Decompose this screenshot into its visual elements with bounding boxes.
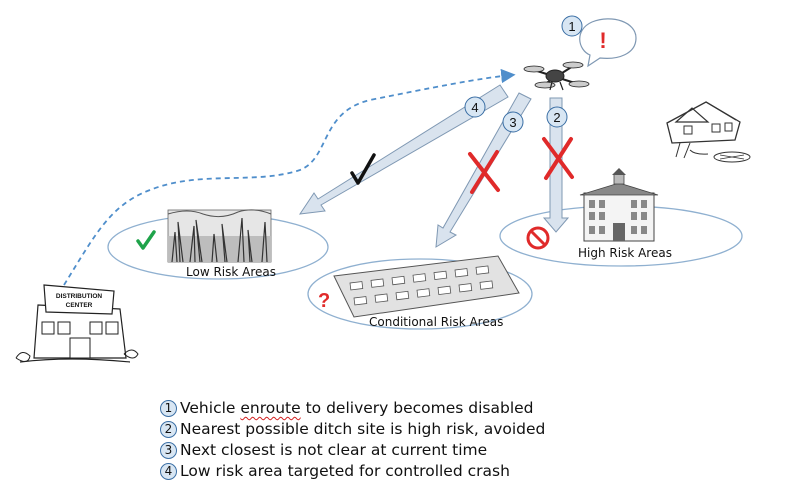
legend-item-2: 2 Nearest possible ditch site is high ri… (160, 419, 545, 440)
question-icon: ? (318, 290, 330, 312)
parked-car (370, 278, 385, 288)
arrow-3-x-mark-icon (468, 150, 500, 194)
distribution-center-sign-line2: CENTER (66, 302, 93, 309)
distribution-center-icon (15, 284, 139, 363)
parked-car (437, 285, 452, 295)
callout-3: 3 (502, 111, 524, 133)
legend-item-1: 1 Vehicle enroute to delivery becomes di… (160, 398, 545, 419)
parked-car (458, 283, 473, 293)
legend-number: 3 (160, 442, 177, 459)
school-window (631, 212, 637, 220)
parked-car (479, 280, 494, 290)
legend-text: to delivery becomes disabled (300, 399, 534, 417)
legend-number: 2 (160, 421, 177, 438)
school-building-icon (579, 168, 659, 242)
parked-car (433, 270, 448, 280)
high-risk-label: High Risk Areas (578, 246, 672, 260)
school-window (641, 212, 647, 220)
callout-4: 4 (464, 96, 486, 118)
callout-2: 2 (546, 106, 568, 128)
legend-item-4: 4 Low risk area targeted for controlled … (160, 461, 545, 482)
school-window (589, 226, 595, 234)
legend-item-3: 3 Next closest is not clear at current t… (160, 440, 545, 461)
legend-text: Vehicle (180, 399, 241, 417)
svg-text:3: 3 (509, 115, 516, 130)
legend: 1 Vehicle enroute to delivery becomes di… (160, 398, 545, 482)
low-risk-label: Low Risk Areas (186, 265, 276, 279)
callout-1: 1 (561, 15, 583, 37)
school-window (599, 212, 605, 220)
drone-icon (523, 61, 590, 91)
legend-flagged-word: enroute (240, 399, 301, 417)
alert-icon: ! (599, 28, 606, 53)
school-window (631, 226, 637, 234)
parked-car (454, 268, 469, 278)
distribution-center-sign-line1: DISTRIBUTION (56, 293, 103, 300)
parked-car (412, 273, 427, 283)
school-window (599, 226, 605, 234)
school-window (631, 200, 637, 208)
legend-text: Nearest possible ditch site is high risk… (180, 420, 546, 438)
house-icon (666, 101, 751, 163)
legend-text: Next closest is not clear at current tim… (180, 441, 488, 459)
low-risk-checkmark-icon (136, 230, 156, 250)
parked-car (391, 275, 406, 286)
conditional-risk-ellipse (307, 258, 533, 330)
parked-car (353, 296, 368, 306)
school-window (641, 200, 647, 208)
arrow-2-x-mark-icon (542, 137, 574, 180)
school-window (599, 200, 605, 208)
flight-path (63, 68, 516, 286)
legend-number: 4 (160, 463, 177, 480)
svg-text:4: 4 (471, 100, 478, 115)
svg-text:2: 2 (553, 110, 560, 125)
school-window (589, 212, 595, 220)
parked-car (374, 293, 389, 303)
parked-car (475, 265, 490, 275)
school-window (641, 226, 647, 234)
legend-text: Low risk area targeted for controlled cr… (180, 462, 510, 480)
wetland-icon (167, 209, 272, 263)
legend-number: 1 (160, 400, 177, 417)
svg-text:1: 1 (568, 19, 575, 34)
parking-lot-icon (333, 255, 520, 318)
no-entry-icon (526, 226, 550, 250)
parked-car (416, 288, 431, 298)
parked-car (349, 281, 364, 291)
school-window (589, 200, 595, 208)
arrow-4-checkmark-icon (350, 153, 376, 185)
parked-car (395, 290, 410, 301)
alert-speech-bubble (579, 18, 637, 68)
conditional-risk-label: Conditional Risk Areas (369, 315, 504, 329)
